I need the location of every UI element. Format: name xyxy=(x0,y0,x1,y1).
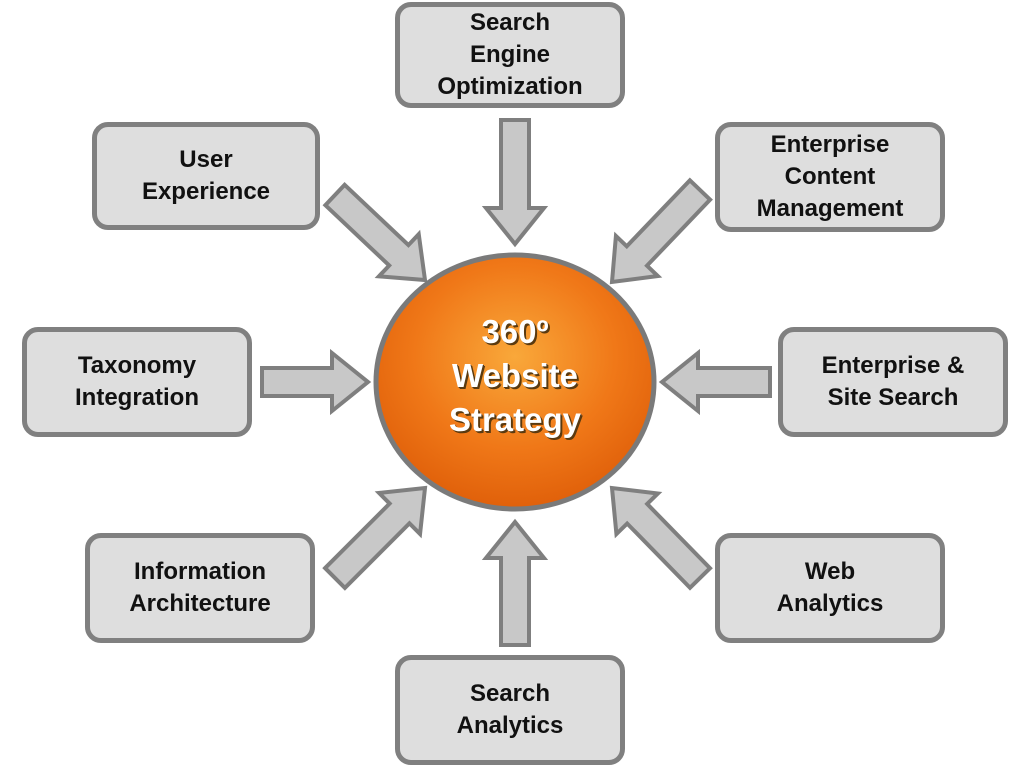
center-circle xyxy=(373,252,657,512)
arrow-taxonomy-to-center xyxy=(260,348,372,416)
node-web-analytics: Web Analytics xyxy=(715,533,945,643)
arrow-seo-to-center xyxy=(481,118,549,248)
center-label: 360º Website Strategy xyxy=(448,313,582,438)
node-taxonomy-integration: Taxonomy Integration xyxy=(22,327,252,437)
node-seo: Search Engine Optimization xyxy=(395,2,625,108)
arrow-search-analytics-to-center xyxy=(481,518,549,647)
arrow-ux-to-center xyxy=(322,181,428,283)
node-enterprise-site-search: Enterprise & Site Search xyxy=(778,327,1008,437)
arrow-web-analytics-to-center xyxy=(609,485,713,591)
arrow-site-search-to-center xyxy=(658,348,772,416)
arrow-ecm-to-center xyxy=(609,177,713,285)
node-search-analytics: Search Analytics xyxy=(395,655,625,765)
node-enterprise-content-management: Enterprise Content Management xyxy=(715,122,945,232)
arrow-ia-to-center xyxy=(322,485,428,591)
node-user-experience: User Experience xyxy=(92,122,320,230)
node-information-architecture: Information Architecture xyxy=(85,533,315,643)
